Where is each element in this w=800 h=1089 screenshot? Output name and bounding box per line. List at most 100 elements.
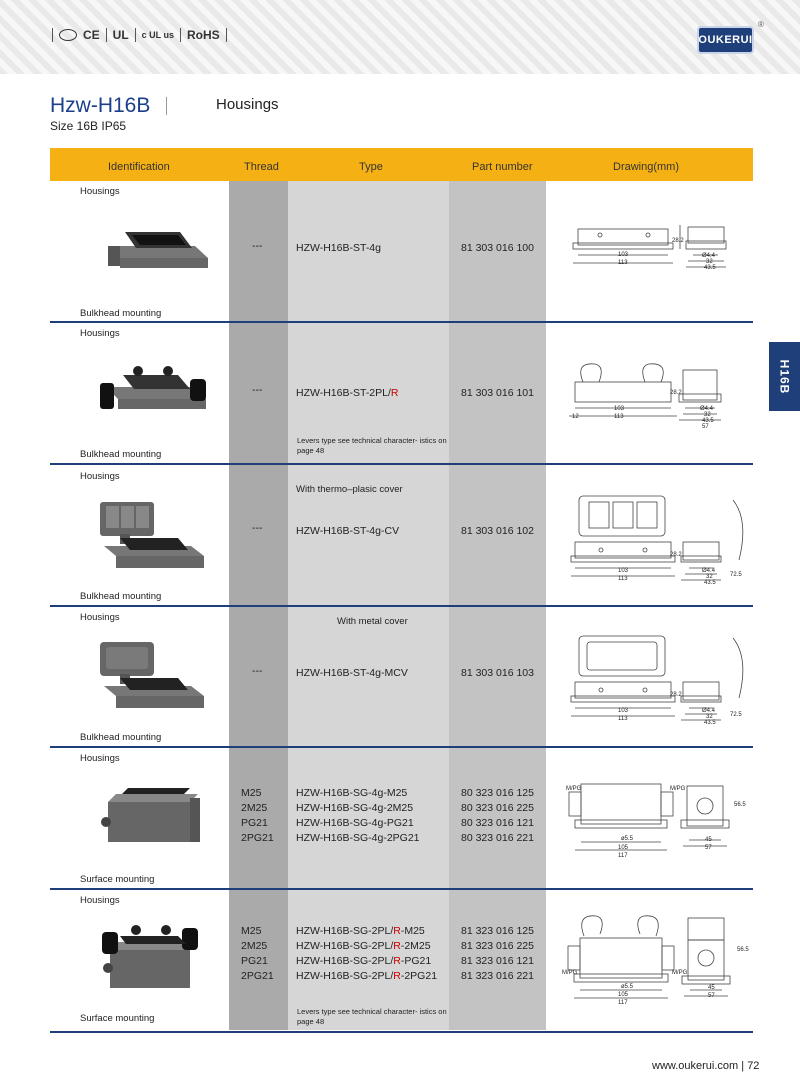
cul-mark: c UL us [141, 30, 175, 40]
dim-label: 117 [618, 853, 628, 859]
footer-separator: | [741, 1060, 745, 1072]
dim-label: 113 [618, 716, 628, 722]
dim-label: 72.5 [730, 712, 742, 718]
page-title: Hzw-H16B [50, 94, 151, 117]
type-value: HZW-H16B-SG-2PL/R-M25 [296, 925, 425, 937]
dim-label: M/PG [566, 786, 582, 792]
part-number: 80 323 016 125 [461, 787, 534, 799]
dim-label: Ø4.4 [700, 406, 714, 412]
dimension-drawing [570, 495, 744, 581]
type-value: HZW-H16B-ST-4g-CV [296, 525, 400, 537]
dim-label: 45 [708, 985, 715, 991]
ce-mark: CE [83, 28, 100, 42]
dim-label: M/PG [562, 970, 578, 976]
dim-label: 28.2 [672, 238, 684, 244]
title-divider [166, 97, 167, 115]
row-label: Housings [80, 471, 120, 482]
dim-label: 117 [618, 1000, 628, 1006]
thread-value: M25 [241, 925, 262, 937]
col-drawing: Drawing(mm) [613, 161, 679, 173]
row-label: Housings [80, 895, 120, 906]
part-number: 80 323 016 225 [461, 802, 534, 814]
thread-value: PG21 [241, 817, 268, 829]
rohs-mark: RoHS [187, 28, 220, 42]
part-number: 81 303 016 103 [461, 667, 534, 679]
part-number: 81 323 016 225 [461, 940, 534, 952]
dimension-drawing [572, 225, 727, 268]
col-part-number: Part number [472, 161, 533, 173]
dim-label: 57 [708, 993, 715, 999]
dim-label: 113 [618, 576, 628, 582]
dim-label: 56.5 [734, 802, 746, 808]
dim-label: M/PG [670, 786, 686, 792]
page-number: 72 [747, 1060, 760, 1072]
col-thread: Thread [244, 161, 279, 173]
housing-cover-photo [100, 502, 204, 568]
row-separator [50, 605, 753, 607]
thread-value: 2M25 [241, 802, 268, 814]
dim-label: Ø4.4 [702, 253, 716, 259]
type-value: HZW-H16B-SG-4g-2M25 [296, 802, 414, 814]
dim-label: 56.5 [737, 947, 749, 953]
mounting-label: Surface mounting [80, 1013, 155, 1024]
dim-label: M/PG [672, 970, 688, 976]
dim-label: 32 [706, 574, 713, 580]
dim-label: ø5.5 [621, 984, 634, 990]
website-link[interactable]: www.oukerui.com [652, 1060, 739, 1072]
housing-lever-photo [100, 366, 206, 409]
type-value: HZW-H16B-SG-2PL/R-2M25 [296, 940, 431, 952]
dim-label: 72.5 [730, 572, 742, 578]
dim-label: 103 [618, 252, 629, 258]
row-label: Housings [80, 753, 120, 764]
part-number: 81 323 016 125 [461, 925, 534, 937]
thread-value: 2PG21 [241, 832, 274, 844]
top-band [0, 0, 800, 74]
thread-value: PG21 [241, 955, 268, 967]
mounting-label: Bulkhead mounting [80, 449, 162, 460]
thread-value: 2PG21 [241, 970, 274, 982]
row-label: Housings [80, 612, 120, 623]
dim-label: 105 [618, 845, 629, 851]
dim-label: 57 [702, 424, 709, 430]
dim-label: 43.5 [704, 720, 716, 726]
subtitle: Size 16B IP65 [50, 119, 127, 133]
col-identification: Identification [108, 161, 170, 173]
row-separator [50, 321, 753, 323]
type-value: HZW-H16B-SG-2PL/R-PG21 [296, 955, 432, 967]
thread-value: --- [252, 384, 263, 396]
part-number: 80 323 016 121 [461, 817, 534, 829]
footer-rule [50, 1031, 753, 1033]
thread-value: --- [252, 522, 263, 534]
part-number: 81 303 016 101 [461, 387, 534, 399]
section-side-tab: H16B [769, 342, 800, 411]
thread-value: --- [252, 665, 263, 677]
thread-value: M25 [241, 787, 262, 799]
part-number: 81 303 016 100 [461, 242, 534, 254]
dim-label: 32 [704, 412, 711, 418]
section-title: Housings [216, 96, 279, 113]
dimension-drawing [570, 635, 744, 721]
part-number: 81 303 016 102 [461, 525, 534, 537]
mounting-label: Surface mounting [80, 874, 155, 885]
ul-mark: UL [112, 28, 129, 42]
housing-photo [108, 232, 208, 268]
dimension-drawing [568, 783, 730, 851]
dim-label: 103 [614, 406, 625, 412]
registered-mark: ® [758, 20, 764, 29]
dimension-drawing [567, 915, 731, 999]
row-separator [50, 746, 753, 748]
mounting-label: Bulkhead mounting [80, 308, 162, 319]
row-separator [50, 463, 753, 465]
housing-metal-cover-photo [100, 642, 204, 708]
row-label: Housings [80, 186, 120, 197]
table-header: Identification Thread Type Part number D… [50, 148, 753, 181]
surface-housing-photo [101, 788, 200, 842]
lever-note: Levers type see technical character- ist… [297, 1007, 447, 1026]
dim-label: 12 [572, 414, 579, 420]
dim-label: 43.5 [704, 580, 716, 586]
dim-label: 45 [705, 837, 712, 843]
dim-label: 28.2 [670, 692, 682, 698]
type-value: HZW-H16B-ST-4g [296, 242, 381, 254]
dim-label: 43.5 [704, 265, 716, 271]
certification-logos: CE UL c UL us RoHS [52, 28, 227, 42]
